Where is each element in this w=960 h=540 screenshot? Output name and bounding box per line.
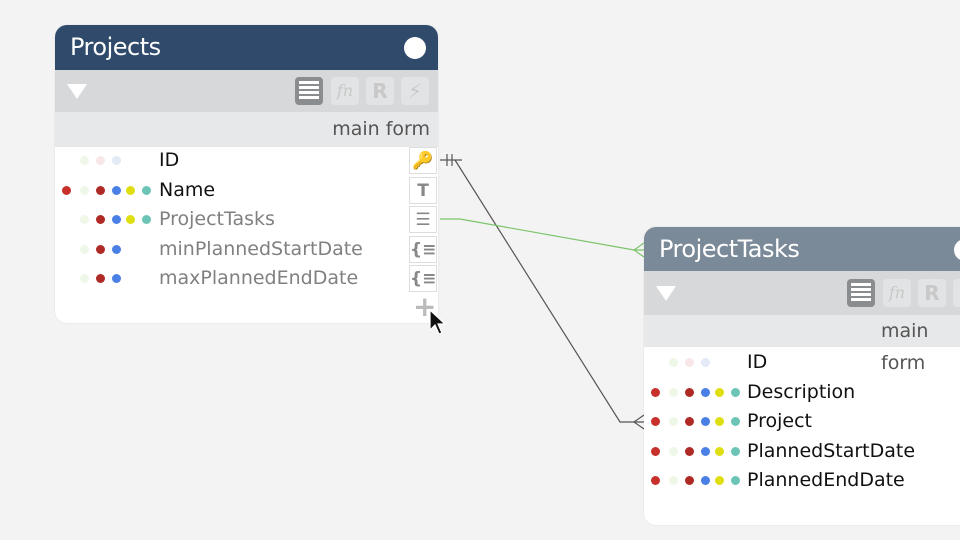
function-icon[interactable]: fn bbox=[883, 279, 911, 307]
entity-toolbar: fn R ⚡ bbox=[55, 70, 438, 112]
status-circle-icon[interactable] bbox=[404, 37, 426, 59]
status-dot bbox=[142, 185, 151, 195]
entity-header[interactable]: Projects bbox=[55, 25, 438, 70]
entity-title: ProjectTasks bbox=[659, 235, 800, 263]
status-dot bbox=[669, 417, 678, 427]
list-icon[interactable]: ☰ bbox=[409, 206, 437, 234]
status-dot bbox=[112, 156, 121, 165]
entity-header[interactable]: ProjectTasks bbox=[644, 227, 960, 271]
status-dot bbox=[715, 446, 724, 456]
key-icon[interactable]: 🔑 bbox=[409, 147, 437, 174]
status-dot bbox=[112, 244, 121, 254]
entity-toolbar: fn R ⚡ bbox=[644, 271, 960, 315]
field-row[interactable]: Project bbox=[644, 407, 960, 436]
collapse-triangle-icon[interactable] bbox=[67, 84, 87, 99]
status-dot bbox=[685, 387, 694, 397]
status-dot bbox=[731, 446, 740, 456]
table-view-icon[interactable] bbox=[847, 279, 875, 307]
field-row[interactable]: minPlannedStartDate {≡ bbox=[55, 235, 438, 264]
mouse-cursor-icon bbox=[429, 308, 447, 335]
relation-project-to-tasks[interactable] bbox=[440, 154, 645, 430]
field-row[interactable]: ID 🔑 bbox=[55, 146, 438, 175]
status-dot bbox=[731, 476, 740, 486]
status-dot bbox=[80, 215, 89, 225]
field-name[interactable]: PlannedEndDate bbox=[747, 469, 905, 492]
status-dot bbox=[96, 244, 105, 254]
status-dot bbox=[126, 185, 135, 195]
field-name[interactable]: PlannedStartDate bbox=[747, 439, 916, 462]
trigger-bolt-icon[interactable]: ⚡ bbox=[953, 279, 960, 307]
status-dot bbox=[715, 387, 724, 397]
status-dot bbox=[715, 417, 724, 427]
status-dot bbox=[96, 185, 105, 195]
field-name[interactable]: Description bbox=[747, 380, 856, 403]
status-dot bbox=[701, 417, 710, 427]
status-dot bbox=[651, 476, 660, 486]
table-view-icon[interactable] bbox=[295, 77, 323, 105]
aggregate-icon[interactable]: {≡ bbox=[409, 265, 437, 293]
field-name[interactable]: ID bbox=[159, 149, 180, 171]
relation-projecttasks-list[interactable] bbox=[440, 218, 645, 258]
status-dot bbox=[80, 156, 89, 165]
status-dot bbox=[701, 387, 710, 397]
field-row[interactable]: Name T bbox=[55, 176, 438, 205]
entity-card-projecttasks[interactable]: ProjectTasks fn R ⚡ main form ID Descript… bbox=[644, 227, 960, 525]
status-dot bbox=[669, 476, 678, 486]
status-dot bbox=[701, 358, 710, 367]
function-icon[interactable]: fn bbox=[331, 77, 359, 105]
trigger-bolt-icon[interactable]: ⚡ bbox=[401, 77, 429, 105]
field-name[interactable]: ID bbox=[747, 351, 768, 373]
field-row[interactable]: maxPlannedEndDate {≡ bbox=[55, 264, 438, 293]
rules-icon[interactable]: R bbox=[918, 279, 946, 307]
aggregate-icon[interactable]: {≡ bbox=[409, 235, 437, 263]
status-dot bbox=[96, 215, 105, 225]
field-name[interactable]: Name bbox=[159, 178, 216, 201]
status-dot bbox=[80, 185, 89, 195]
text-icon[interactable]: T bbox=[409, 176, 437, 204]
status-circle-icon[interactable] bbox=[954, 239, 960, 261]
field-name[interactable]: maxPlannedEndDate bbox=[159, 267, 359, 290]
field-name[interactable]: Project bbox=[747, 410, 813, 433]
status-dot bbox=[112, 215, 121, 225]
field-row[interactable]: PlannedStartDate bbox=[644, 437, 960, 466]
field-row[interactable]: ProjectTasks ☰ bbox=[55, 205, 438, 234]
rules-icon[interactable]: R bbox=[366, 77, 394, 105]
status-dot bbox=[142, 215, 151, 225]
status-dot bbox=[651, 446, 660, 456]
status-dot bbox=[651, 417, 660, 427]
collapse-triangle-icon[interactable] bbox=[656, 286, 676, 301]
status-dot bbox=[669, 446, 678, 456]
status-dot bbox=[669, 387, 678, 397]
field-name[interactable]: ProjectTasks bbox=[159, 208, 275, 231]
status-dot bbox=[685, 358, 694, 367]
status-dot bbox=[80, 244, 89, 254]
status-dot bbox=[62, 185, 71, 195]
status-dot bbox=[126, 215, 135, 225]
status-dot bbox=[685, 476, 694, 486]
entity-title: Projects bbox=[70, 33, 161, 61]
status-dot bbox=[731, 387, 740, 397]
field-row[interactable]: ID bbox=[644, 348, 960, 377]
status-dot bbox=[701, 476, 710, 486]
status-dot bbox=[112, 274, 121, 284]
status-dot bbox=[685, 417, 694, 427]
status-dot bbox=[112, 185, 121, 195]
field-name[interactable]: minPlannedStartDate bbox=[159, 237, 363, 260]
field-row[interactable]: PlannedEndDate bbox=[644, 466, 960, 495]
status-dot bbox=[80, 274, 89, 284]
status-dot bbox=[651, 387, 660, 397]
form-label: main form bbox=[55, 112, 438, 147]
status-dot bbox=[701, 446, 710, 456]
status-dot bbox=[96, 156, 105, 165]
field-row[interactable]: Description bbox=[644, 378, 960, 407]
status-dot bbox=[685, 446, 694, 456]
form-label: main form bbox=[644, 315, 960, 374]
status-dot bbox=[731, 417, 740, 427]
status-dot bbox=[96, 274, 105, 284]
status-dot bbox=[715, 476, 724, 486]
status-dot bbox=[669, 358, 678, 367]
